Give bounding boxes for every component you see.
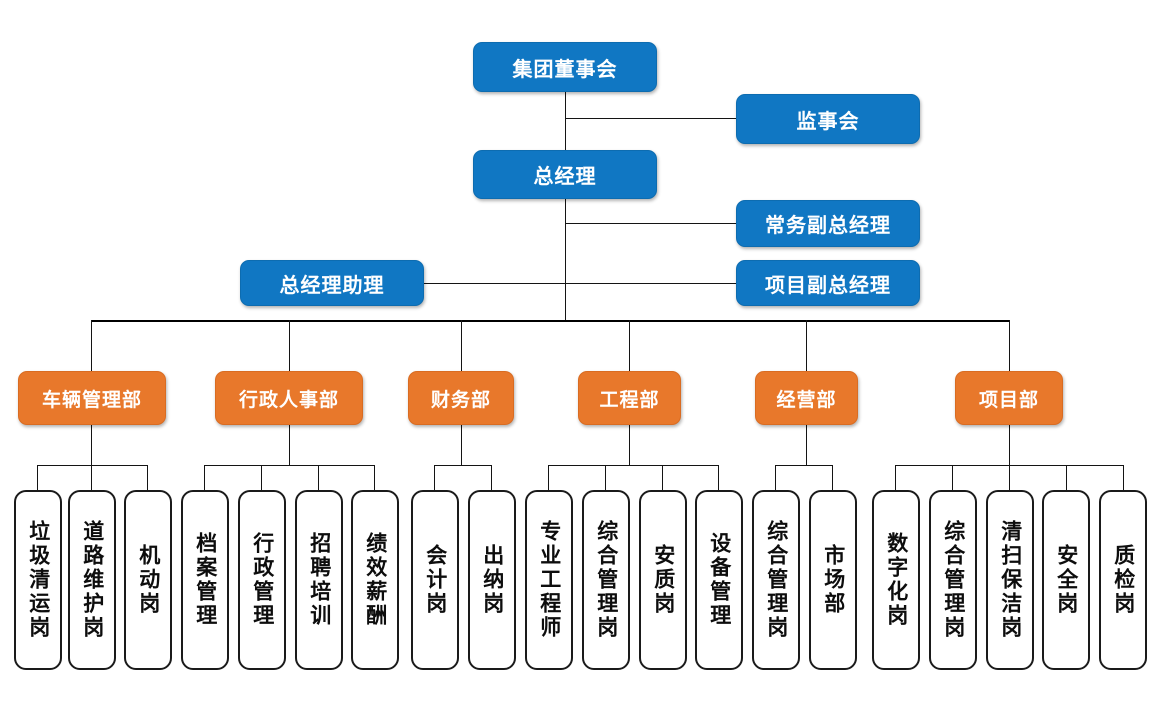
post-label: 专业工程师	[537, 520, 562, 640]
post-label: 综合管理岗	[941, 520, 966, 640]
connector-drop-admin-dept	[289, 320, 290, 372]
post-label: 清扫保洁岗	[998, 520, 1023, 640]
connector-project-post-2	[952, 465, 953, 491]
post-label: 档案管理	[193, 532, 218, 628]
node-post-mobile-duty[interactable]: 机动岗	[124, 490, 172, 670]
connector-vehicle-post-2	[91, 465, 92, 491]
node-post-professional-engineer[interactable]: 专业工程师	[525, 490, 573, 670]
node-department-vehicle-management[interactable]: 车辆管理部	[18, 371, 166, 425]
connector-operations-dept-stem	[806, 425, 807, 466]
node-post-performance-compensation[interactable]: 绩效薪酬	[351, 490, 399, 670]
node-department-admin-hr[interactable]: 行政人事部	[215, 371, 363, 425]
node-post-safety-quality[interactable]: 安质岗	[639, 490, 687, 670]
connector-finance-post-1	[434, 465, 435, 491]
connector-engineering-post-1	[548, 465, 549, 491]
connector-project-dept-stem	[1009, 425, 1010, 466]
node-department-finance[interactable]: 财务部	[408, 371, 514, 425]
node-department-operations[interactable]: 经营部	[755, 371, 858, 425]
post-label: 市场部	[821, 544, 846, 616]
node-post-accounting[interactable]: 会计岗	[411, 490, 459, 670]
connector-engineering-post-3	[662, 465, 663, 491]
node-executive-vice-president[interactable]: 常务副总经理	[736, 200, 920, 247]
connector-board-to-gm	[565, 91, 566, 152]
post-label: 行政管理	[250, 532, 275, 628]
post-label: 综合管理岗	[764, 520, 789, 640]
connector-finance-dept-bus	[434, 465, 491, 466]
connector-project-post-3	[1009, 465, 1010, 491]
post-label: 出纳岗	[480, 544, 505, 616]
connector-operations-post-1	[775, 465, 776, 491]
node-post-records-management[interactable]: 档案管理	[181, 490, 229, 670]
connector-gm-assistant-to-trunk	[424, 283, 566, 284]
connector-gm-to-executive-vp	[565, 223, 736, 224]
connector-vehicle-post-3	[147, 465, 148, 491]
connector-admin-post-4	[374, 465, 375, 491]
connector-drop-vehicle-dept	[91, 320, 92, 372]
post-label: 垃圾清运岗	[26, 520, 51, 640]
connector-drop-finance-dept	[461, 320, 462, 372]
connector-admin-post-3	[318, 465, 319, 491]
connector-vehicle-dept-stem	[91, 425, 92, 466]
post-label: 招聘培训	[307, 532, 332, 628]
connector-project-post-4	[1066, 465, 1067, 491]
node-department-project[interactable]: 项目部	[955, 371, 1063, 425]
connector-gm-stem-to-supervisory	[565, 118, 736, 119]
node-post-cleaning-sanitation[interactable]: 清扫保洁岗	[986, 490, 1034, 670]
connector-admin-post-1	[204, 465, 205, 491]
node-supervisory-board[interactable]: 监事会	[736, 94, 920, 144]
node-department-engineering[interactable]: 工程部	[578, 371, 681, 425]
post-label: 设备管理	[707, 532, 732, 628]
node-gm-assistant[interactable]: 总经理助理	[240, 260, 424, 306]
post-label: 综合管理岗	[594, 520, 619, 640]
node-post-waste-removal[interactable]: 垃圾清运岗	[14, 490, 62, 670]
connector-admin-dept-bus	[204, 465, 374, 466]
connector-finance-post-2	[491, 465, 492, 491]
post-label: 道路维护岗	[80, 520, 105, 640]
connector-admin-post-2	[261, 465, 262, 491]
connector-operations-dept-bus	[775, 465, 832, 466]
node-post-cashier[interactable]: 出纳岗	[468, 490, 516, 670]
node-post-marketing[interactable]: 市场部	[809, 490, 857, 670]
connector-drop-engineering-dept	[629, 320, 630, 372]
node-general-manager[interactable]: 总经理	[473, 150, 657, 199]
connector-engineering-post-4	[718, 465, 719, 491]
post-label: 质检岗	[1111, 544, 1136, 616]
connector-engineering-dept-bus	[548, 465, 718, 466]
node-board-of-directors[interactable]: 集团董事会	[473, 42, 657, 92]
connector-drop-project-dept	[1009, 320, 1010, 372]
connector-gm-trunk	[565, 198, 566, 320]
connector-engineering-post-2	[605, 465, 606, 491]
connector-vehicle-dept-bus	[37, 465, 147, 466]
node-post-digitalization[interactable]: 数字化岗	[872, 490, 920, 670]
node-post-operations-general-management[interactable]: 综合管理岗	[752, 490, 800, 670]
post-label: 安质岗	[651, 544, 676, 616]
connector-operations-post-2	[832, 465, 833, 491]
node-post-equipment-management[interactable]: 设备管理	[695, 490, 743, 670]
connector-drop-operations-dept	[806, 320, 807, 372]
post-label: 安全岗	[1054, 544, 1079, 616]
connector-department-bus	[91, 320, 1010, 322]
node-post-engineering-general-management[interactable]: 综合管理岗	[582, 490, 630, 670]
node-post-project-general-management[interactable]: 综合管理岗	[929, 490, 977, 670]
connector-project-post-5	[1123, 465, 1124, 491]
post-label: 绩效薪酬	[363, 532, 388, 628]
node-post-safety[interactable]: 安全岗	[1042, 490, 1090, 670]
post-label: 机动岗	[136, 544, 161, 616]
post-label: 数字化岗	[884, 532, 909, 628]
connector-vehicle-post-1	[37, 465, 38, 491]
node-post-road-maintenance[interactable]: 道路维护岗	[68, 490, 116, 670]
connector-finance-dept-stem	[461, 425, 462, 466]
connector-gm-to-project-vp	[565, 283, 736, 284]
connector-project-post-1	[895, 465, 896, 491]
node-post-recruitment-training[interactable]: 招聘培训	[295, 490, 343, 670]
connector-engineering-dept-stem	[629, 425, 630, 466]
connector-admin-dept-stem	[289, 425, 290, 466]
node-post-administrative-management[interactable]: 行政管理	[238, 490, 286, 670]
node-project-vice-president[interactable]: 项目副总经理	[736, 260, 920, 306]
node-post-quality-inspection[interactable]: 质检岗	[1099, 490, 1147, 670]
post-label: 会计岗	[423, 544, 448, 616]
